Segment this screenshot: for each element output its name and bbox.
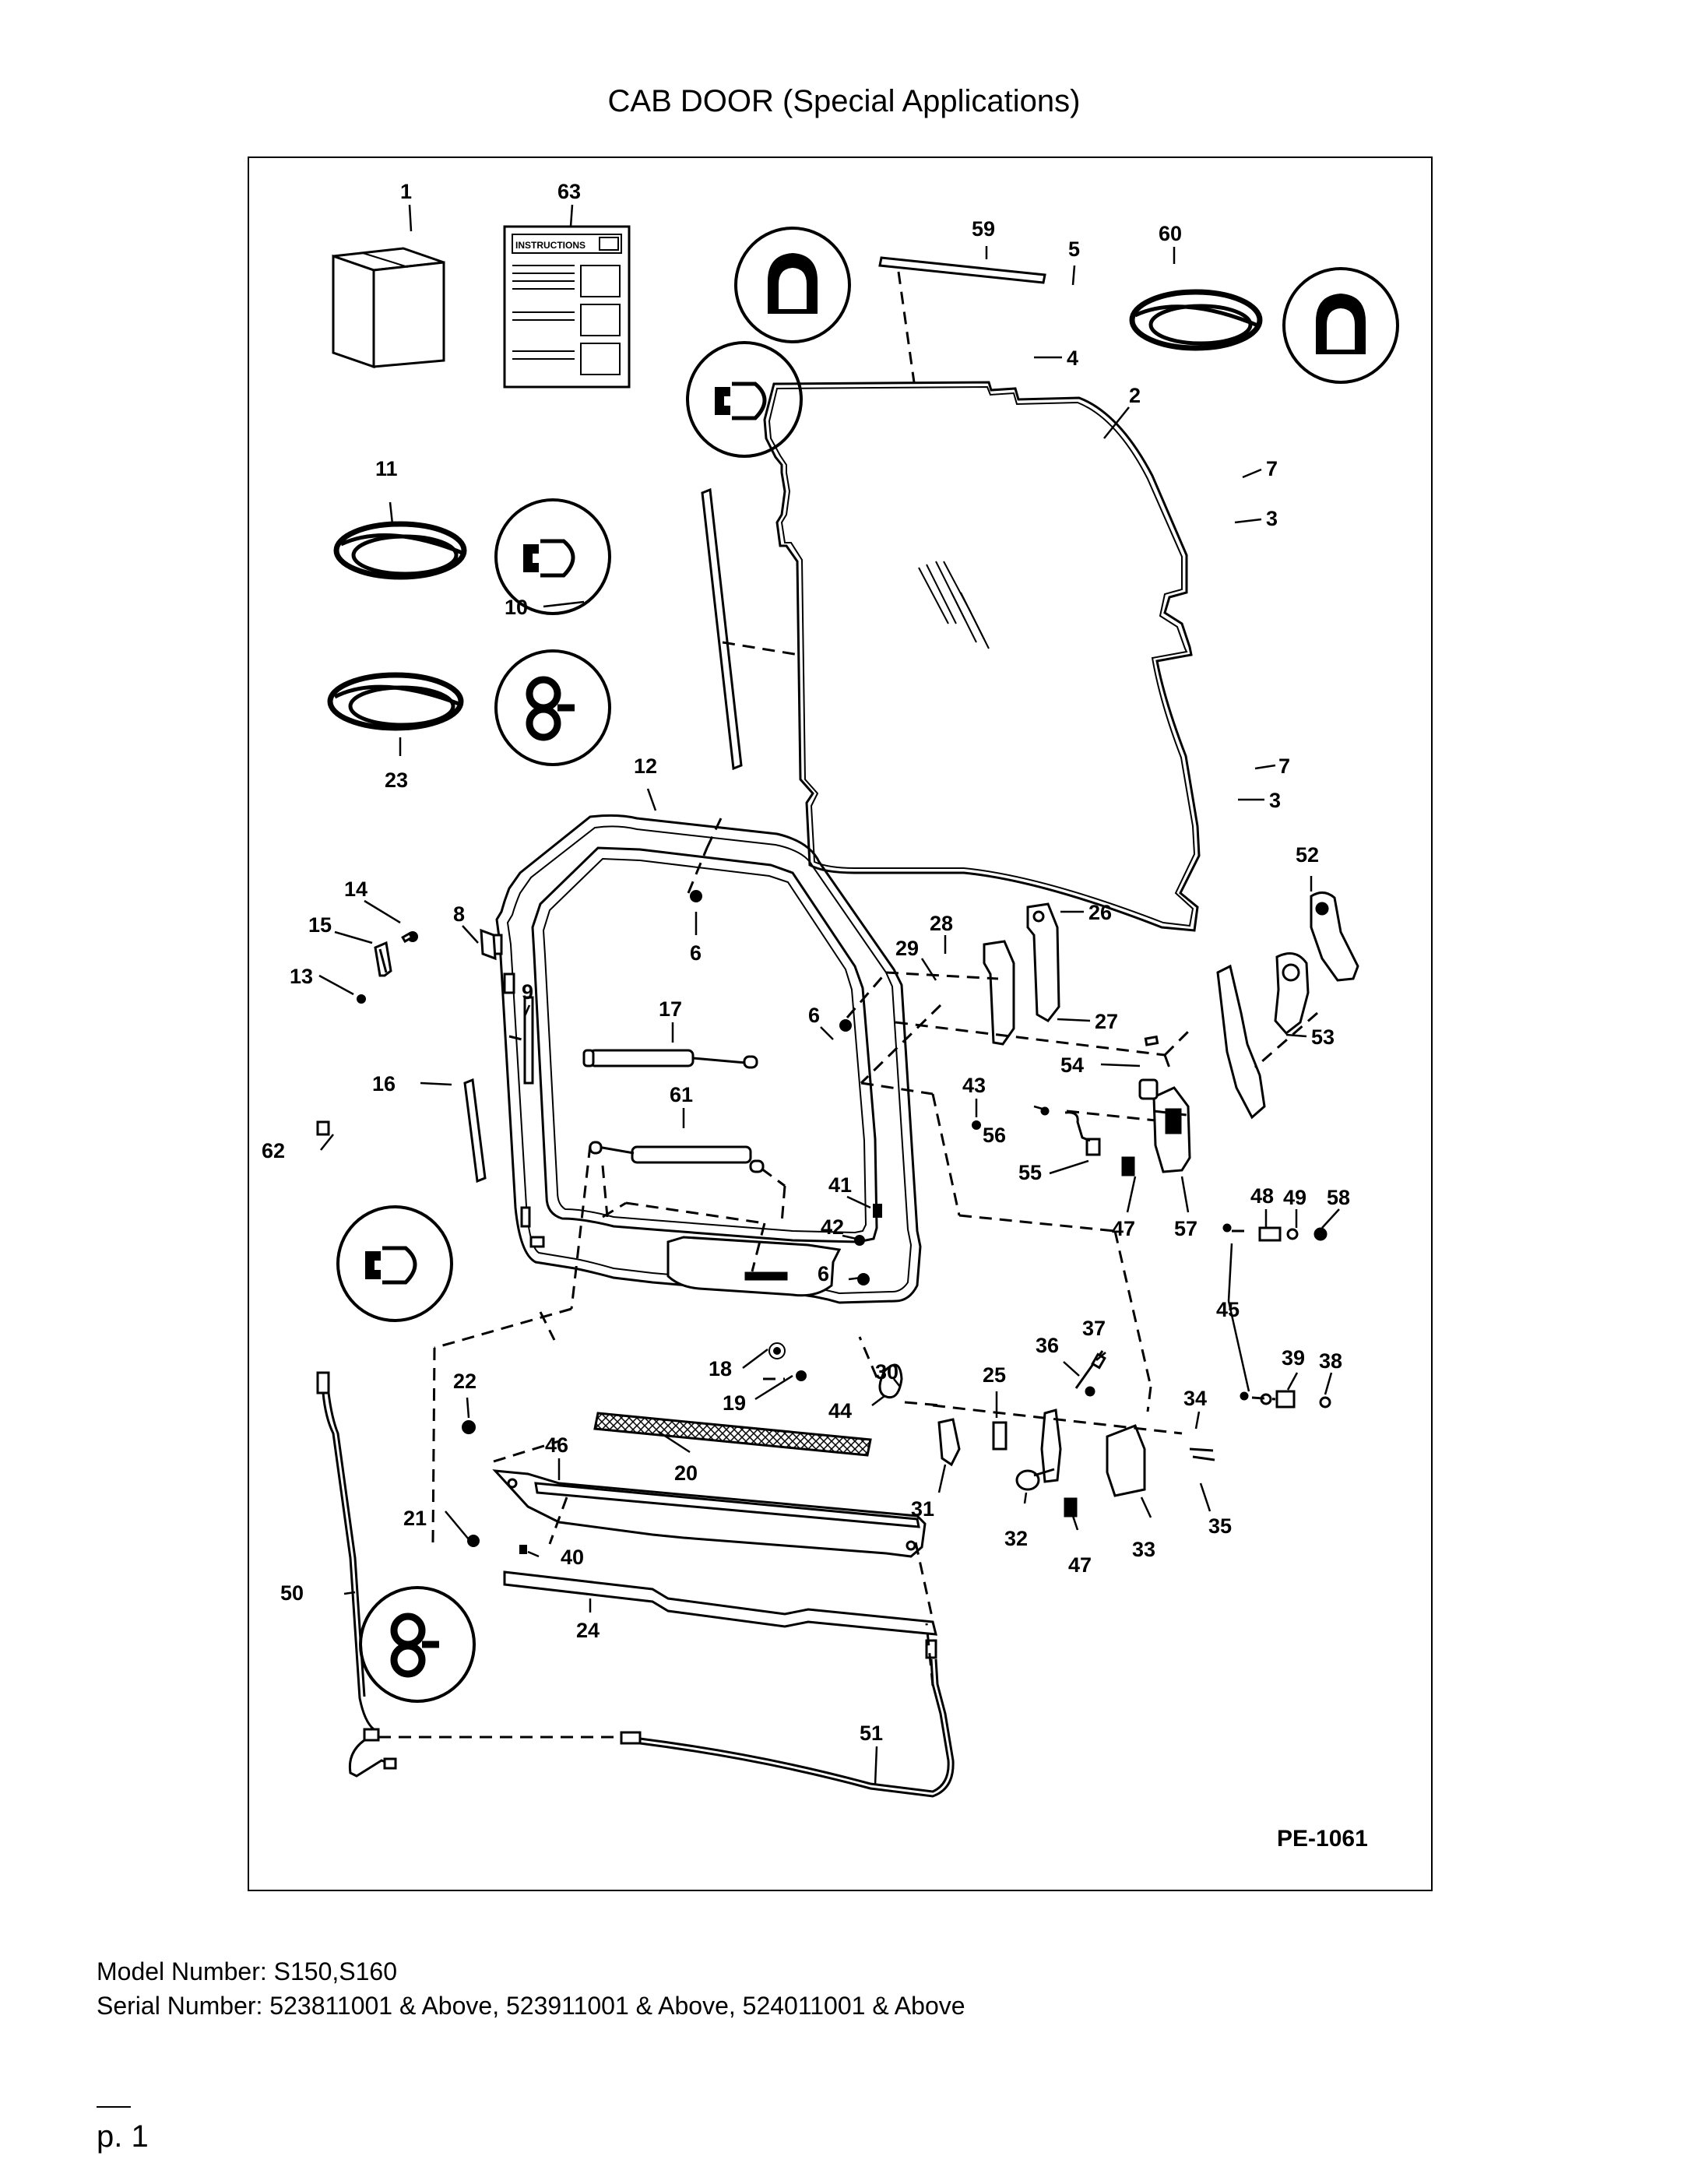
callout-63: 63 (557, 180, 581, 203)
callout-60: 60 (1159, 222, 1182, 245)
callout-3b: 3 (1269, 789, 1281, 812)
callout-41: 41 (828, 1173, 852, 1197)
callout-54: 54 (1060, 1053, 1084, 1077)
callout-45: 45 (1216, 1298, 1240, 1321)
callout-50: 50 (280, 1581, 304, 1605)
callout-38: 38 (1319, 1349, 1342, 1373)
callout-12: 12 (634, 754, 657, 778)
bottom-rail (492, 1469, 927, 1558)
callout-57: 57 (1174, 1217, 1197, 1240)
callout-26: 26 (1088, 901, 1112, 924)
callout-35: 35 (1208, 1514, 1232, 1538)
callout-6b: 6 (808, 1004, 820, 1027)
leader-lines (318, 204, 1340, 1786)
coiled-seals (327, 289, 1263, 731)
callout-14: 14 (344, 877, 367, 901)
callout-36: 36 (1036, 1334, 1059, 1357)
fasteners (316, 890, 981, 1554)
callout-5: 5 (1068, 237, 1080, 261)
diagram-frame (248, 157, 1433, 1891)
callout-numbers: 1 63 59 5 60 4 2 7 3 11 10 23 12 7 3 52 … (262, 180, 1350, 1745)
door-handles (983, 892, 1359, 1046)
callout-44: 44 (828, 1399, 852, 1423)
callout-55: 55 (1018, 1161, 1042, 1184)
callout-6: 6 (690, 941, 702, 965)
callout-3: 3 (1266, 507, 1278, 530)
callout-32: 32 (1004, 1527, 1028, 1550)
callout-53: 53 (1311, 1025, 1335, 1049)
callout-27: 27 (1095, 1010, 1118, 1033)
callout-62: 62 (262, 1139, 285, 1162)
callout-19: 19 (723, 1391, 746, 1415)
callout-1: 1 (400, 180, 412, 203)
callout-33: 33 (1132, 1538, 1155, 1561)
wiring-harness (316, 1371, 955, 1798)
callout-59: 59 (972, 217, 995, 241)
callout-11: 11 (375, 457, 398, 480)
callout-28: 28 (930, 912, 953, 935)
callout-9: 9 (522, 980, 533, 1004)
callout-42: 42 (821, 1215, 844, 1239)
callout-51: 51 (860, 1722, 883, 1745)
page-number: p. 1 (97, 2119, 149, 2154)
callout-6c: 6 (818, 1262, 829, 1285)
callout-48: 48 (1250, 1184, 1274, 1208)
callout-46: 46 (545, 1433, 568, 1457)
callout-40: 40 (561, 1546, 584, 1569)
callout-21: 21 (403, 1507, 427, 1530)
hinge-bracket (374, 931, 413, 977)
bottom-seal-strip (503, 1570, 937, 1636)
callout-7: 7 (1266, 457, 1278, 480)
page-number-rule (97, 2106, 131, 2108)
serial-number: Serial Number: 523811001 & Above, 523911… (97, 1992, 965, 2020)
callout-16: 16 (372, 1072, 396, 1096)
exploded-parts-diagram: INSTRUCTIONS (262, 180, 1399, 1852)
page-title: CAB DOOR (Special Applications) (607, 84, 1081, 118)
callout-25: 25 (983, 1363, 1006, 1387)
callout-7b: 7 (1278, 754, 1290, 778)
callout-10: 10 (505, 596, 528, 619)
callout-4: 4 (1067, 346, 1078, 370)
model-number: Model Number: S150,S160 (97, 1957, 397, 1985)
callout-43: 43 (962, 1074, 986, 1097)
seal-profile-icons (336, 227, 1399, 1703)
callout-18: 18 (709, 1357, 732, 1380)
callout-47: 47 (1112, 1217, 1135, 1240)
drawing-code: PE-1061 (1277, 1826, 1368, 1852)
callout-8: 8 (453, 902, 465, 926)
callout-37: 37 (1082, 1317, 1106, 1340)
callout-24: 24 (576, 1619, 600, 1642)
callout-15: 15 (308, 913, 332, 937)
mesh-strip (593, 1412, 872, 1457)
kit-box (332, 247, 445, 369)
callout-49: 49 (1283, 1186, 1306, 1209)
callout-22: 22 (453, 1370, 477, 1393)
callout-23: 23 (385, 768, 408, 792)
gas-springs (582, 1049, 765, 1173)
callout-2: 2 (1129, 384, 1141, 407)
callout-47b: 47 (1068, 1553, 1092, 1577)
seal-strips (463, 256, 1046, 1183)
callout-29: 29 (895, 937, 919, 960)
callout-13: 13 (290, 965, 313, 988)
callout-17: 17 (659, 997, 682, 1021)
latch-assembly (1040, 964, 1328, 1242)
callout-58: 58 (1327, 1186, 1350, 1209)
instructions-sheet (503, 225, 631, 389)
callout-39: 39 (1282, 1346, 1305, 1370)
callout-52: 52 (1296, 843, 1319, 867)
glass-reflection-marks (918, 561, 990, 649)
callout-20: 20 (674, 1461, 698, 1485)
callout-34: 34 (1183, 1387, 1207, 1410)
cable-loop (878, 1363, 903, 1399)
dashed-relation-lines (378, 271, 1318, 1739)
callout-30: 30 (875, 1360, 899, 1384)
lower-latch-assembly (937, 1350, 1331, 1518)
glass-panel (763, 381, 1201, 932)
instructions-label: INSTRUCTIONS (515, 240, 586, 251)
callout-56: 56 (983, 1124, 1006, 1147)
callout-61: 61 (670, 1083, 693, 1106)
door-panel-8 (480, 928, 497, 961)
callout-31: 31 (911, 1497, 934, 1521)
